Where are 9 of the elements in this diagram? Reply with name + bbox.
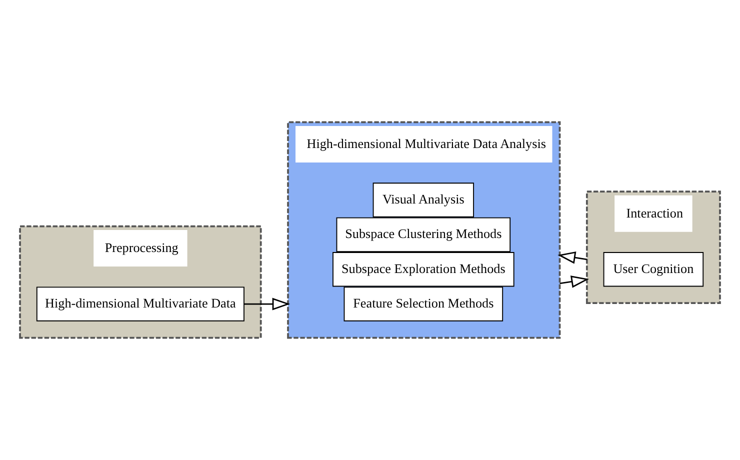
node-box: High-dimensional Multivariate Data bbox=[36, 286, 244, 322]
node-box: User Cognition bbox=[603, 252, 704, 287]
arrow bbox=[560, 276, 590, 288]
node-box: Feature Selection Methods bbox=[344, 286, 504, 322]
node-box: Subspace Clustering Methods bbox=[336, 217, 511, 252]
node-box: Visual Analysis bbox=[372, 182, 474, 218]
node-box: Subspace Exploration Methods bbox=[332, 252, 514, 287]
arrow bbox=[244, 298, 290, 310]
arrow bbox=[558, 251, 588, 264]
